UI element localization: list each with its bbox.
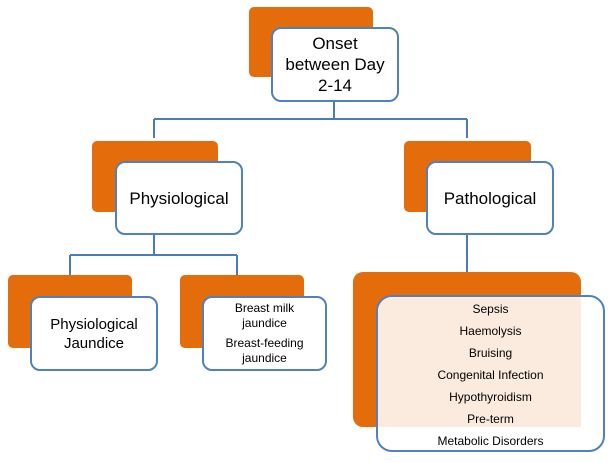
root-node-line-2: between Day bbox=[285, 55, 385, 74]
root-node-line-1: Onset bbox=[312, 34, 358, 53]
physiological-jaundice-node: Physiological Jaundice bbox=[30, 296, 158, 371]
breast-milk-jaundice-line-1: Breast milk bbox=[234, 301, 295, 315]
cause-item: Haemolysis bbox=[459, 324, 522, 338]
breast-milk-jaundice-line-2: jaundice bbox=[242, 316, 287, 330]
pathological-causes-node: Sepsis Haemolysis Bruising Congenital In… bbox=[376, 295, 605, 452]
cause-item: Metabolic Disorders bbox=[437, 434, 544, 448]
physiological-jaundice-line-1: Physiological bbox=[50, 315, 138, 333]
breast-jaundice-node: Breast milk jaundice Breast-feeding jaun… bbox=[202, 296, 327, 371]
physiological-jaundice-line-2: Jaundice bbox=[63, 334, 125, 352]
cause-item: Pre-term bbox=[467, 412, 514, 426]
pathological-node-label: Pathological bbox=[443, 188, 537, 208]
physiological-node-label: Physiological bbox=[129, 188, 229, 208]
root-node: Onset between Day 2-14 bbox=[271, 27, 399, 102]
connector-physiological-to-children bbox=[69, 235, 238, 276]
breast-feeding-jaundice-line-1: Breast-feeding bbox=[225, 336, 304, 350]
root-node-line-3: 2-14 bbox=[317, 76, 353, 95]
cause-item: Congenital Infection bbox=[437, 368, 544, 382]
cause-item: Bruising bbox=[468, 346, 513, 360]
pathological-causes-list: Sepsis Haemolysis Bruising Congenital In… bbox=[378, 298, 603, 450]
pathological-node: Pathological bbox=[426, 161, 554, 235]
connector-root-to-branches bbox=[153, 101, 468, 138]
physiological-node: Physiological bbox=[115, 161, 243, 235]
cause-item: Sepsis bbox=[472, 302, 509, 316]
breast-feeding-jaundice-line-2: jaundice bbox=[242, 351, 287, 365]
pathological-causes-overlap-tint bbox=[378, 297, 581, 427]
cause-item: Hypothyroidism bbox=[449, 390, 532, 404]
